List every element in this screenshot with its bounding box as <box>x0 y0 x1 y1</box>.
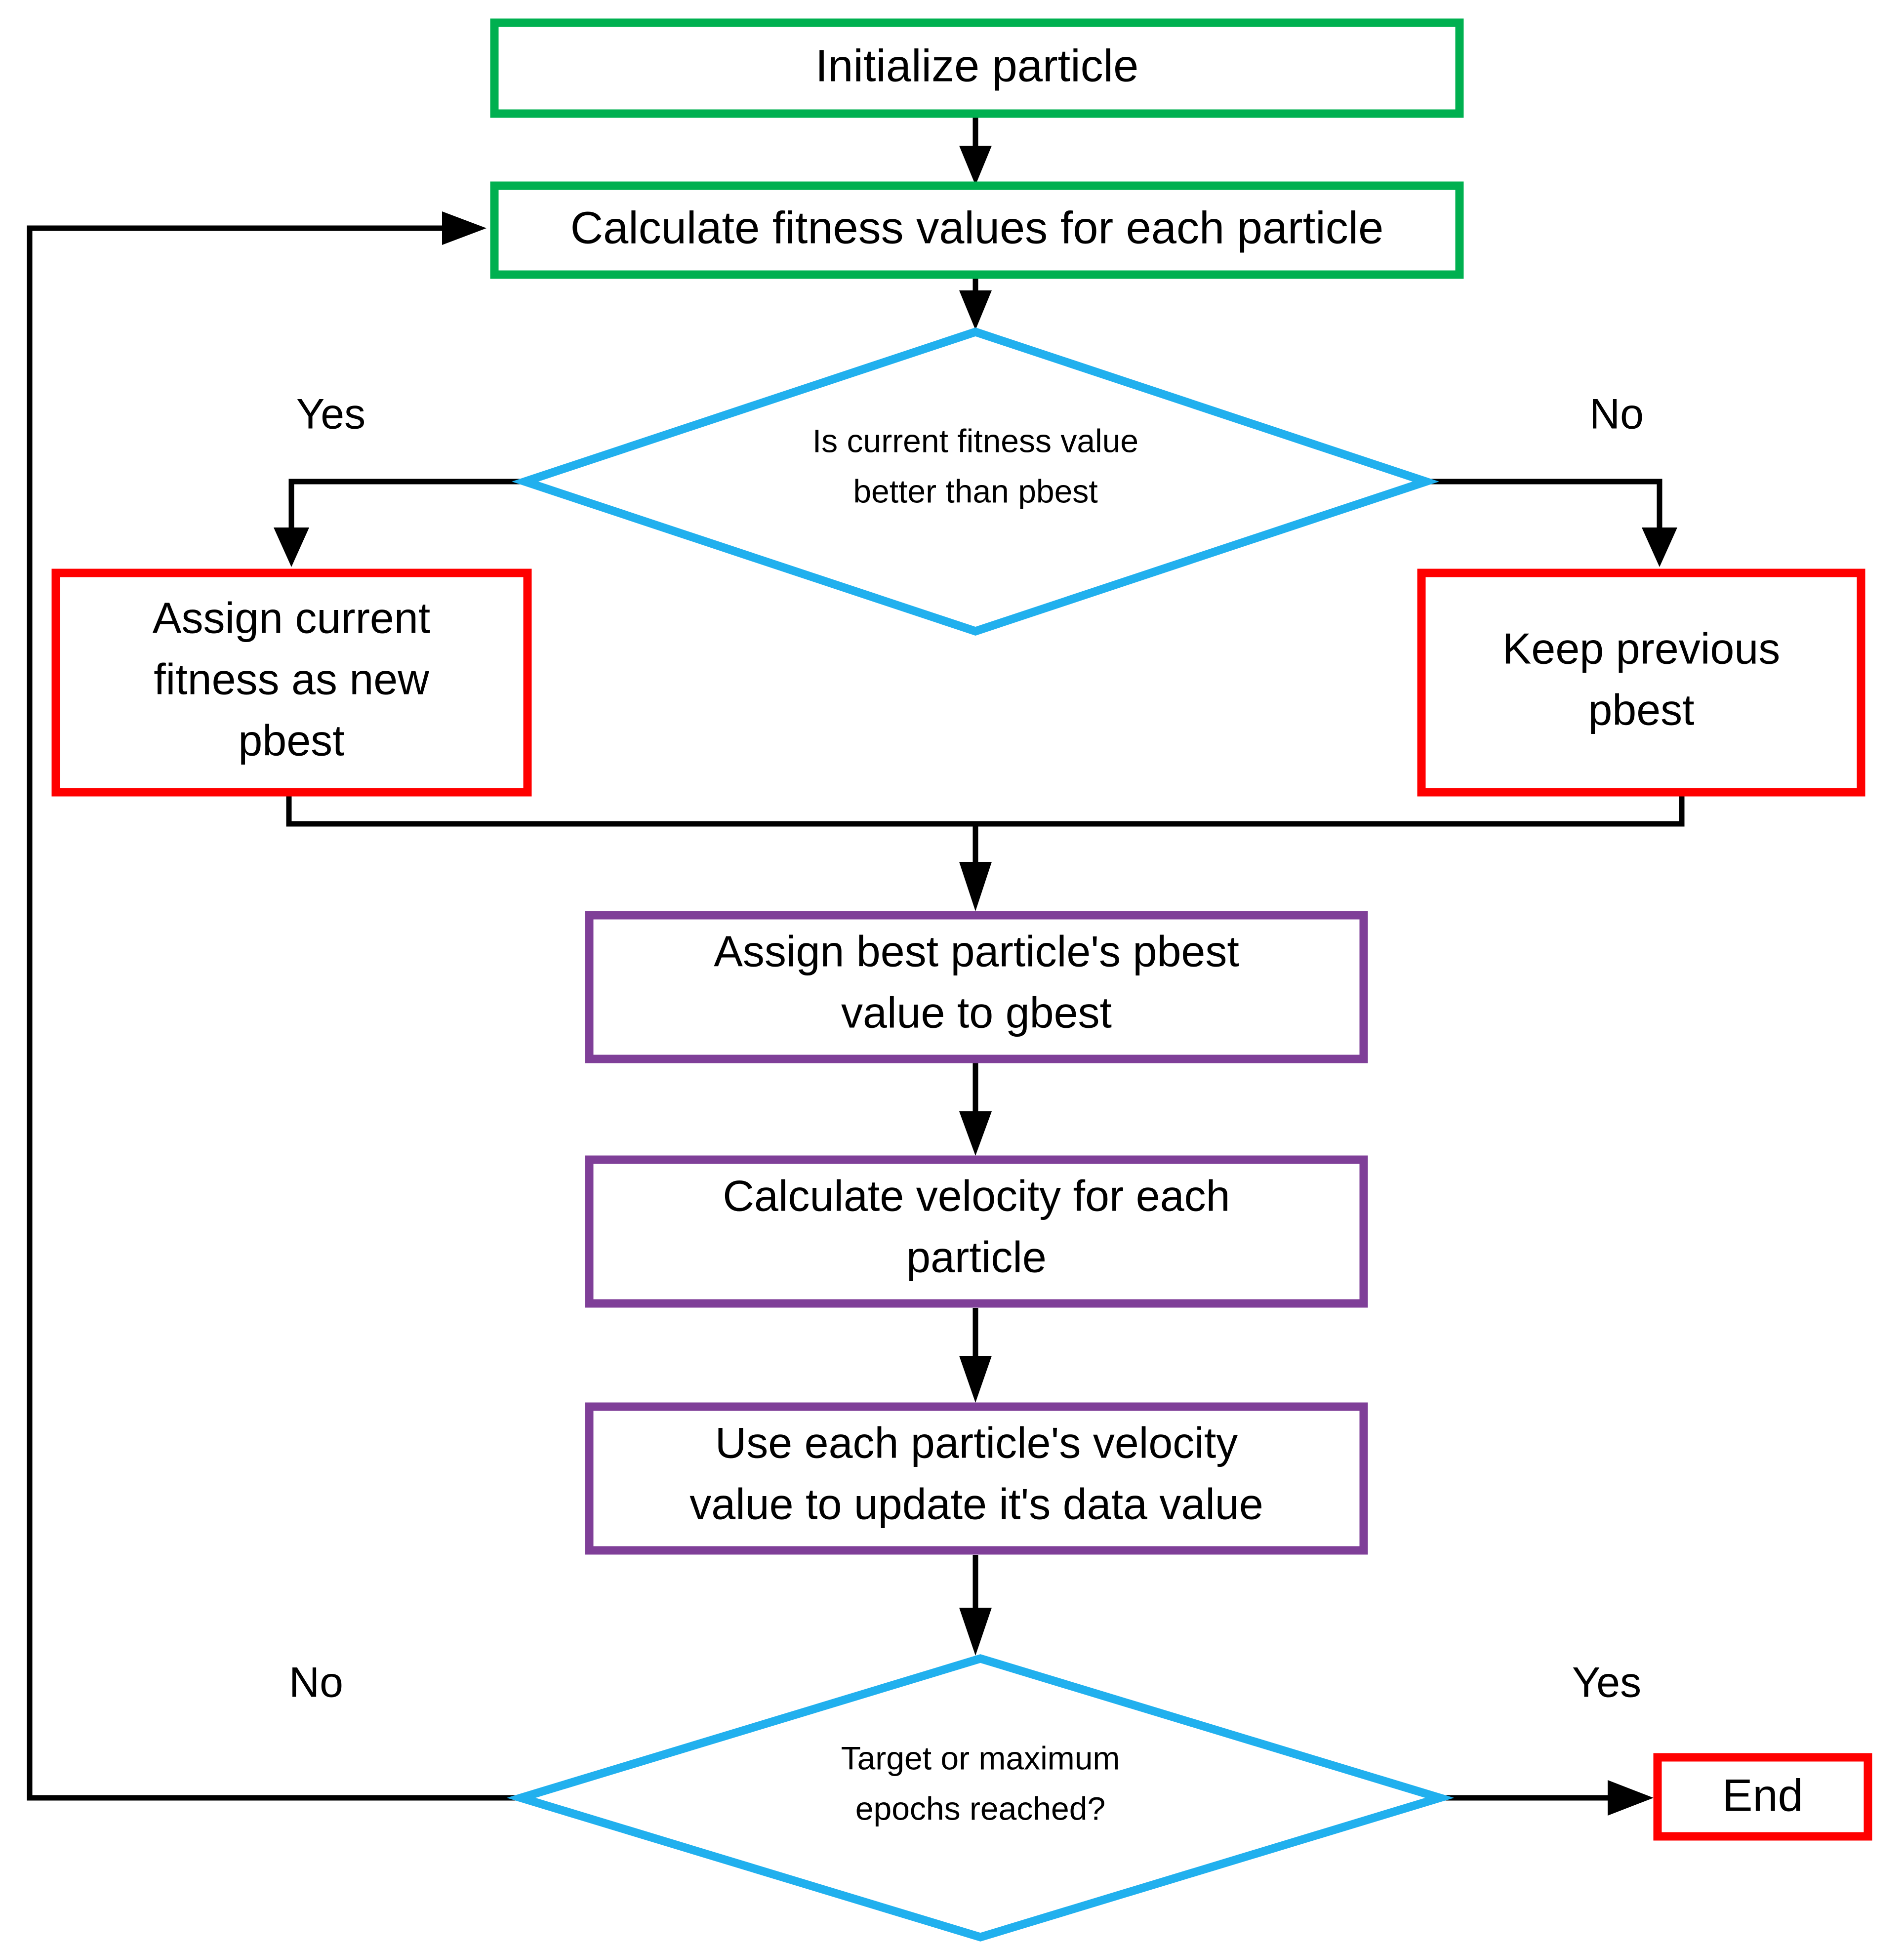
connector-calculate-to-decision-pbest <box>959 275 992 330</box>
node-calculate-fitness-label: Calculate fitness values for each partic… <box>570 203 1384 253</box>
node-assign-new-pbest-line1: Assign current <box>153 593 430 642</box>
node-calculate-fitness[interactable]: Calculate fitness values for each partic… <box>490 181 1464 279</box>
edge-label-pbest-no: No <box>1589 391 1644 438</box>
node-calculate-velocity-line1: Calculate velocity for each <box>723 1171 1230 1220</box>
edge-label-epochs-yes-text: Yes <box>1572 1659 1641 1706</box>
node-update-data-value-line2: value to update it's data value <box>689 1479 1263 1528</box>
edge-label-pbest-yes: Yes <box>296 391 365 438</box>
node-decision-epochs-reached-line1: Target or maximum <box>841 1740 1120 1776</box>
node-keep-previous-pbest[interactable]: Keep previous pbest <box>1417 568 1865 797</box>
node-calculate-velocity-line2: particle <box>906 1232 1047 1281</box>
node-assign-gbest[interactable]: Assign best particle's pbest value to gb… <box>585 911 1368 1063</box>
connector-velocity-to-update <box>959 1308 992 1403</box>
connector-initialize-to-calculate <box>959 114 992 185</box>
node-decision-is-fitness-better-line2: better than pbest <box>853 473 1097 509</box>
node-assign-gbest-line2: value to gbest <box>841 988 1112 1037</box>
edge-label-epochs-yes: Yes <box>1572 1659 1641 1706</box>
node-keep-previous-pbest-line2: pbest <box>1588 685 1694 734</box>
edge-label-pbest-yes-text: Yes <box>296 391 365 438</box>
node-keep-previous-pbest-line1: Keep previous <box>1502 624 1781 673</box>
edge-label-epochs-no: No <box>289 1659 343 1706</box>
connector-decision-pbest-yes <box>274 479 521 567</box>
node-decision-is-fitness-better[interactable]: Is current fitness value better than pbe… <box>512 327 1439 636</box>
connector-decision-epochs-no-loop <box>27 211 516 1801</box>
connector-update-to-decision-epochs <box>959 1555 992 1656</box>
node-update-data-value[interactable]: Use each particle's velocity value to up… <box>585 1402 1368 1555</box>
edge-label-pbest-no-text: No <box>1589 391 1644 438</box>
node-assign-new-pbest-line2: fitness as new <box>154 654 429 703</box>
node-update-data-value-line1: Use each particle's velocity <box>715 1418 1238 1467</box>
connector-decision-epochs-yes-to-end <box>1445 1780 1654 1816</box>
connector-gbest-to-velocity <box>959 1063 992 1156</box>
node-calculate-velocity[interactable]: Calculate velocity for each particle <box>585 1155 1368 1308</box>
node-initialize-particle[interactable]: Initialize particle <box>490 18 1464 118</box>
edge-label-epochs-no-text: No <box>289 1659 343 1706</box>
node-end[interactable]: End <box>1653 1753 1872 1841</box>
connector-decision-pbest-no <box>1430 479 1677 567</box>
node-decision-epochs-reached-line2: epochs reached? <box>855 1790 1105 1826</box>
node-decision-epochs-reached[interactable]: Target or maximum epochs reached? <box>506 1654 1455 1942</box>
node-assign-new-pbest[interactable]: Assign current fitness as new pbest <box>51 568 532 797</box>
node-decision-is-fitness-better-line1: Is current fitness value <box>812 422 1138 459</box>
node-assign-new-pbest-line3: pbest <box>238 716 344 765</box>
connector-pbest-merge-to-gbest <box>286 796 1685 911</box>
node-initialize-particle-label: Initialize particle <box>815 41 1139 91</box>
node-assign-gbest-line1: Assign best particle's pbest <box>714 927 1239 975</box>
node-end-label: End <box>1722 1770 1803 1821</box>
